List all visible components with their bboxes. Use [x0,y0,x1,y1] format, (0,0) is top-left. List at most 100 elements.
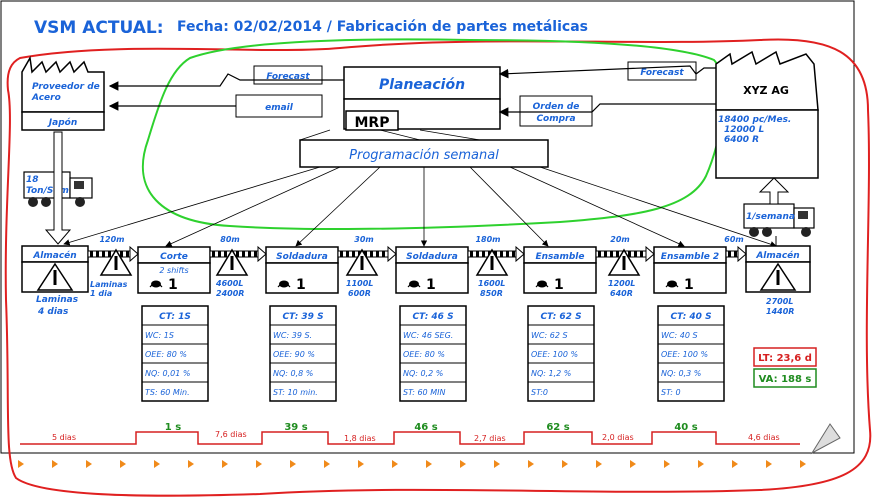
inventory-labels: Laminas 4 dias Laminas 1 dia 4600L 2400R… [36,279,794,317]
wait-2: 1,8 dias [344,434,376,443]
outbound-truck: 1/semana [743,203,815,237]
customer-factory: XYZ AG 18400 pc/Mes. 12000 L 6400 R [715,50,819,179]
inventory-2-line2: 2400R [216,289,244,298]
flow-marker [494,460,500,468]
page-title: VSM ACTUAL: [34,18,164,38]
flow-marker [86,460,92,468]
purchase-order-box: Orden de Compra [519,95,593,127]
green-freehand-outline [142,38,725,230]
process-4-data-box: CT: 40 S WC: 40 S OEE: 100 % NQ: 0,3 % ST: 0 [657,305,725,402]
process-2: Soldadura 1CT: 46 S WC: 46 SEG. OEE: 80 % NQ… [395,246,469,402]
inventory-1-line2: 1 dia [90,289,112,298]
flow-marker [528,460,534,468]
inventory-triangle-5 [607,248,641,276]
process-2-metric-2: OEE: 80 % [403,350,445,359]
process-1-metric-3: NQ: 0,8 % [273,369,313,378]
email-label: email [265,103,294,113]
process-4-metric-3: NQ: 0,3 % [661,369,701,378]
process-2-name: Soldadura [406,252,458,262]
flow-marker [358,460,364,468]
lead-time-box: LT: 23,6 d [753,347,817,367]
process-4-metric-2: OEE: 100 % [661,350,708,359]
process-time-2: 46 s [414,422,437,433]
flow-marker [698,460,704,468]
distance-2: 30m [354,235,373,244]
process-2-metric-0: CT: 46 S [412,312,453,322]
process-2-operators: 1 [426,277,436,293]
process-1-metric-0: CT: 39 S [282,312,323,322]
weekly-schedule-label: Programación semanal [349,148,499,163]
flow-marker [324,460,330,468]
wait-0: 5 dias [52,433,76,442]
flow-direction-markers [18,460,806,468]
forecast-right-label: Forecast [640,68,684,78]
email-box: email [235,94,323,118]
flow-marker [460,460,466,468]
lead-time-value: LT: 23,6 d [758,353,812,364]
process-1-metric-2: OEE: 90 % [273,350,315,359]
flow-marker [18,460,24,468]
flow-marker [732,460,738,468]
forecast-left-box: Forecast [253,65,323,85]
process-1-metric-4: ST: 10 min. [273,388,318,397]
inventory-2-line1: 4600L [215,279,243,288]
supplier-name-1: Proveedor de [32,82,100,92]
inventory-4-line2: 850R [480,289,503,298]
process-3-metric-1: WC: 62 S [531,331,568,340]
supplier-factory: Proveedor de Acero Japón [21,55,105,131]
process-4-metric-0: CT: 40 S [670,312,711,322]
process-1-data-box: CT: 39 S WC: 39 S. OEE: 90 % NQ: 0,8 % ST: 1… [269,305,337,402]
process-0-metric-0: CT: 1S [159,312,191,322]
process-3-metric-2: OEE: 100 % [531,350,578,359]
process-time-0: 1 s [165,422,181,433]
inbound-qty: 18 [26,175,39,185]
distance-0: 120m [99,235,124,244]
warehouse-out: Almacén [745,245,811,293]
value-added-value: VA: 188 s [759,374,812,385]
inventory-triangle-2 [215,248,249,276]
planning-label: Planeación [379,77,465,93]
inventory-5-line1: 1200L [608,279,635,288]
wait-1: 7,6 dias [215,430,247,439]
weekly-schedule-box: Programación semanal [299,139,549,168]
distance-4: 20m [610,235,629,244]
inventory-0-line1: Laminas [36,295,79,305]
flow-marker [630,460,636,468]
process-2-metric-1: WC: 46 SEG. [403,331,453,340]
supplier-name-2: Acero [31,93,61,103]
process-4-name: Ensamble 2 [661,252,719,262]
process-2-metric-3: NQ: 0,2 % [403,369,443,378]
process-1-metric-1: WC: 39 S. [273,331,312,340]
process-1-name: Soldadura [276,252,328,262]
flow-marker [52,460,58,468]
process-3-name: Ensamble [536,252,585,262]
forecast-right-box: Forecast [627,61,697,81]
process-4-metric-4: ST: 0 [661,388,681,397]
warehouse-out-label: Almacén [755,250,799,261]
inventory-5-line2: 640R [610,289,633,298]
wait-4: 2,0 dias [602,433,634,442]
process-4-metric-1: WC: 40 S [661,331,698,340]
order-label-2: Compra [536,114,575,124]
inbound-freq: Ton/Sem [26,186,69,196]
material-flow [87,245,747,276]
process-0-operators: 1 [168,277,178,293]
customer-demand-1: 18400 pc/Mes. [718,115,791,125]
warehouse-in-label: Almacén [32,250,76,261]
process-2-metric-4: ST: 60 MIN [403,388,445,397]
page-subtitle: Fecha: 02/02/2014 / Fabricación de parte… [177,19,588,35]
process-3-metric-4: ST:0 [531,388,548,397]
flow-marker [392,460,398,468]
flow-marker [766,460,772,468]
inventory-1-line1: Laminas [90,280,128,289]
inventory-4-line1: 1600L [478,279,505,288]
process-0-metric-3: NQ: 0,01 % [145,369,190,378]
supplier-location: Japón [47,117,77,128]
inventory-triangle-4 [475,248,509,276]
